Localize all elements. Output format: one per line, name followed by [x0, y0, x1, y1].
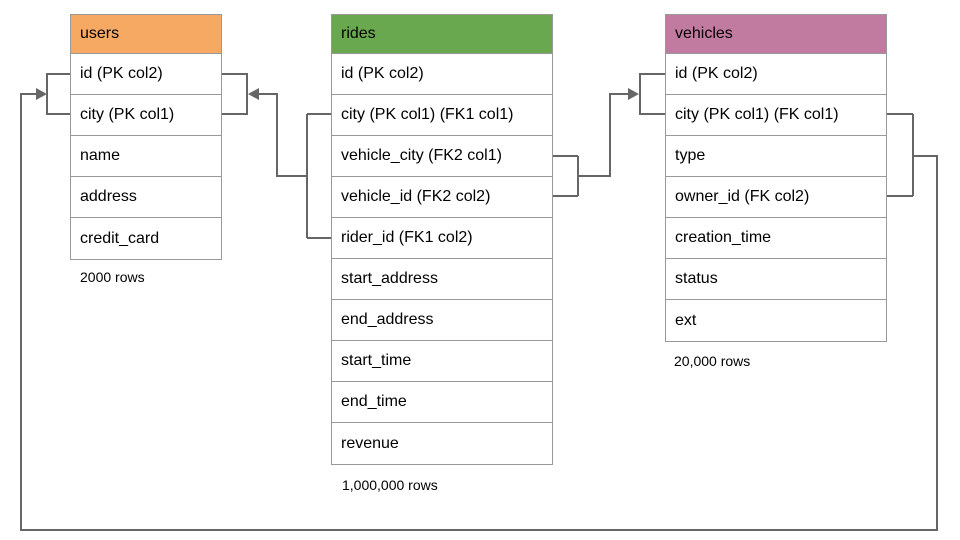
table-vehicles-header: vehicles — [666, 15, 886, 54]
table-row: rider_id (FK1 col2) — [332, 218, 552, 259]
table-row: vehicle_id (FK2 col2) — [332, 177, 552, 218]
table-row: id (PK col2) — [666, 54, 886, 95]
users-row-count: 2000 rows — [80, 269, 145, 285]
table-row: vehicle_city (FK2 col1) — [332, 136, 552, 177]
table-users-header: users — [71, 15, 221, 54]
rides-row-count: 1,000,000 rows — [342, 477, 438, 493]
table-rides: rides id (PK col2) city (PK col1) (FK1 c… — [331, 14, 553, 465]
table-row: end_time — [332, 382, 552, 423]
table-row: name — [71, 136, 221, 177]
table-row: revenue — [332, 423, 552, 464]
table-row: type — [666, 136, 886, 177]
arrowhead-into-users-right — [248, 88, 259, 100]
table-row: city (PK col1) (FK col1) — [666, 95, 886, 136]
arrowhead-into-users-left — [36, 88, 47, 100]
connector-rides-fk1-users — [222, 73, 331, 239]
table-row: start_time — [332, 341, 552, 382]
table-row: id (PK col2) — [332, 54, 552, 95]
table-row: city (PK col1) (FK1 col1) — [332, 95, 552, 136]
table-users: users id (PK col2) city (PK col1) name a… — [70, 14, 222, 260]
table-row: start_address — [332, 259, 552, 300]
table-row: address — [71, 177, 221, 218]
table-row: owner_id (FK col2) — [666, 177, 886, 218]
table-row: end_address — [332, 300, 552, 341]
connector-vehicles-fk-users — [20, 73, 938, 531]
table-row: status — [666, 259, 886, 300]
table-vehicles: vehicles id (PK col2) city (PK col1) (FK… — [665, 14, 887, 342]
table-rides-header: rides — [332, 15, 552, 54]
arrowhead-into-vehicles-left — [628, 88, 639, 100]
table-row: id (PK col2) — [71, 54, 221, 95]
table-row: city (PK col1) — [71, 95, 221, 136]
connector-rides-fk2-vehicles — [553, 73, 665, 197]
table-row: ext — [666, 300, 886, 341]
vehicles-row-count: 20,000 rows — [674, 353, 751, 369]
table-row: credit_card — [71, 218, 221, 259]
table-row: creation_time — [666, 218, 886, 259]
